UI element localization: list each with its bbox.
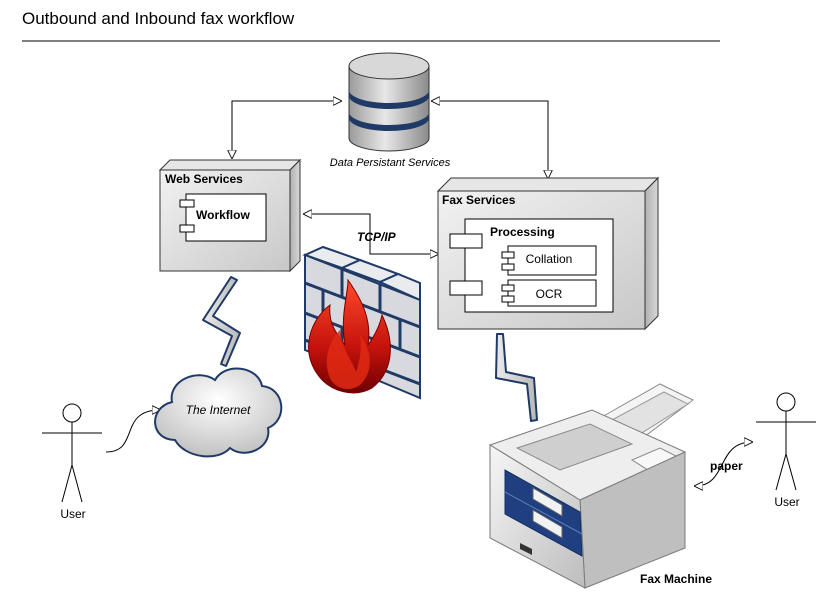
lightning-bolt-icon — [495, 333, 538, 422]
workflow-component — [185, 193, 267, 242]
component-port-icon — [179, 224, 195, 233]
collation-component — [507, 245, 597, 276]
connector-web-fax — [304, 214, 438, 254]
collation-label: Collation — [526, 252, 573, 266]
component-port-icon — [501, 251, 515, 259]
user-right-label: User — [774, 495, 799, 509]
internet-label: The Internet — [186, 403, 251, 417]
stick-figure-icon — [756, 392, 816, 491]
component-port-icon — [179, 199, 195, 208]
component-port-icon — [449, 233, 483, 249]
fax-machine-label: Fax Machine — [640, 572, 712, 586]
fax-machine-icon — [488, 383, 694, 589]
database-label: Data Persistant Services — [330, 157, 451, 169]
paper-label: paper — [710, 459, 743, 473]
database-cylinder-icon — [348, 52, 430, 152]
processing-label: Processing — [490, 225, 555, 239]
fax-services-label: Fax Services — [442, 193, 516, 207]
connector-user-internet — [105, 410, 160, 453]
user-left-figure — [42, 403, 102, 503]
web-services-node: Web Services Workflow — [158, 158, 302, 273]
fax-services-node: Fax Services Processing Collation OCR — [436, 176, 660, 331]
workflow-label: Workflow — [196, 208, 250, 222]
lightning-bolt-icon — [202, 276, 241, 367]
tcp-ip-label: TCP/IP — [357, 230, 397, 244]
user-left-label: User — [60, 507, 85, 521]
ocr-component — [507, 279, 597, 307]
component-port-icon — [501, 284, 515, 292]
connectors — [105, 101, 752, 486]
cloud-icon — [154, 367, 283, 458]
web-services-label: Web Services — [165, 172, 243, 186]
user-right-figure — [756, 392, 816, 491]
diagram-title: Outbound and Inbound fax workflow — [22, 9, 295, 28]
connector-db-web — [232, 101, 341, 158]
component-port-icon — [501, 295, 515, 303]
stick-figure-icon — [42, 403, 102, 503]
connector-fax-user — [695, 442, 752, 486]
connector-db-fax — [432, 101, 548, 178]
component-port-icon — [449, 280, 483, 296]
component-port-icon — [501, 263, 515, 271]
ocr-label: OCR — [536, 287, 563, 301]
firewall-icon — [302, 245, 421, 400]
